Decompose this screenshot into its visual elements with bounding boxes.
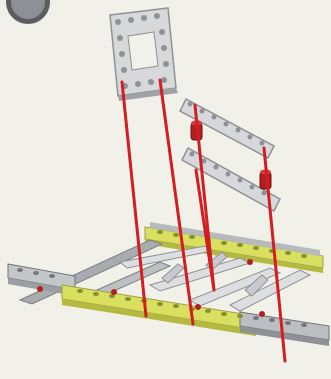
square-frame-part [109,7,178,101]
liftarm-upper-part [179,97,275,160]
guide-line-1 [120,80,148,318]
guide-line-4 [194,168,216,292]
assembly-guide-lines [120,78,287,363]
liftarm-lower-part [181,146,281,213]
base-chassis [7,222,330,346]
guide-line-5 [262,146,287,363]
guide-line-2 [158,78,195,326]
step-number-badge [6,0,50,24]
